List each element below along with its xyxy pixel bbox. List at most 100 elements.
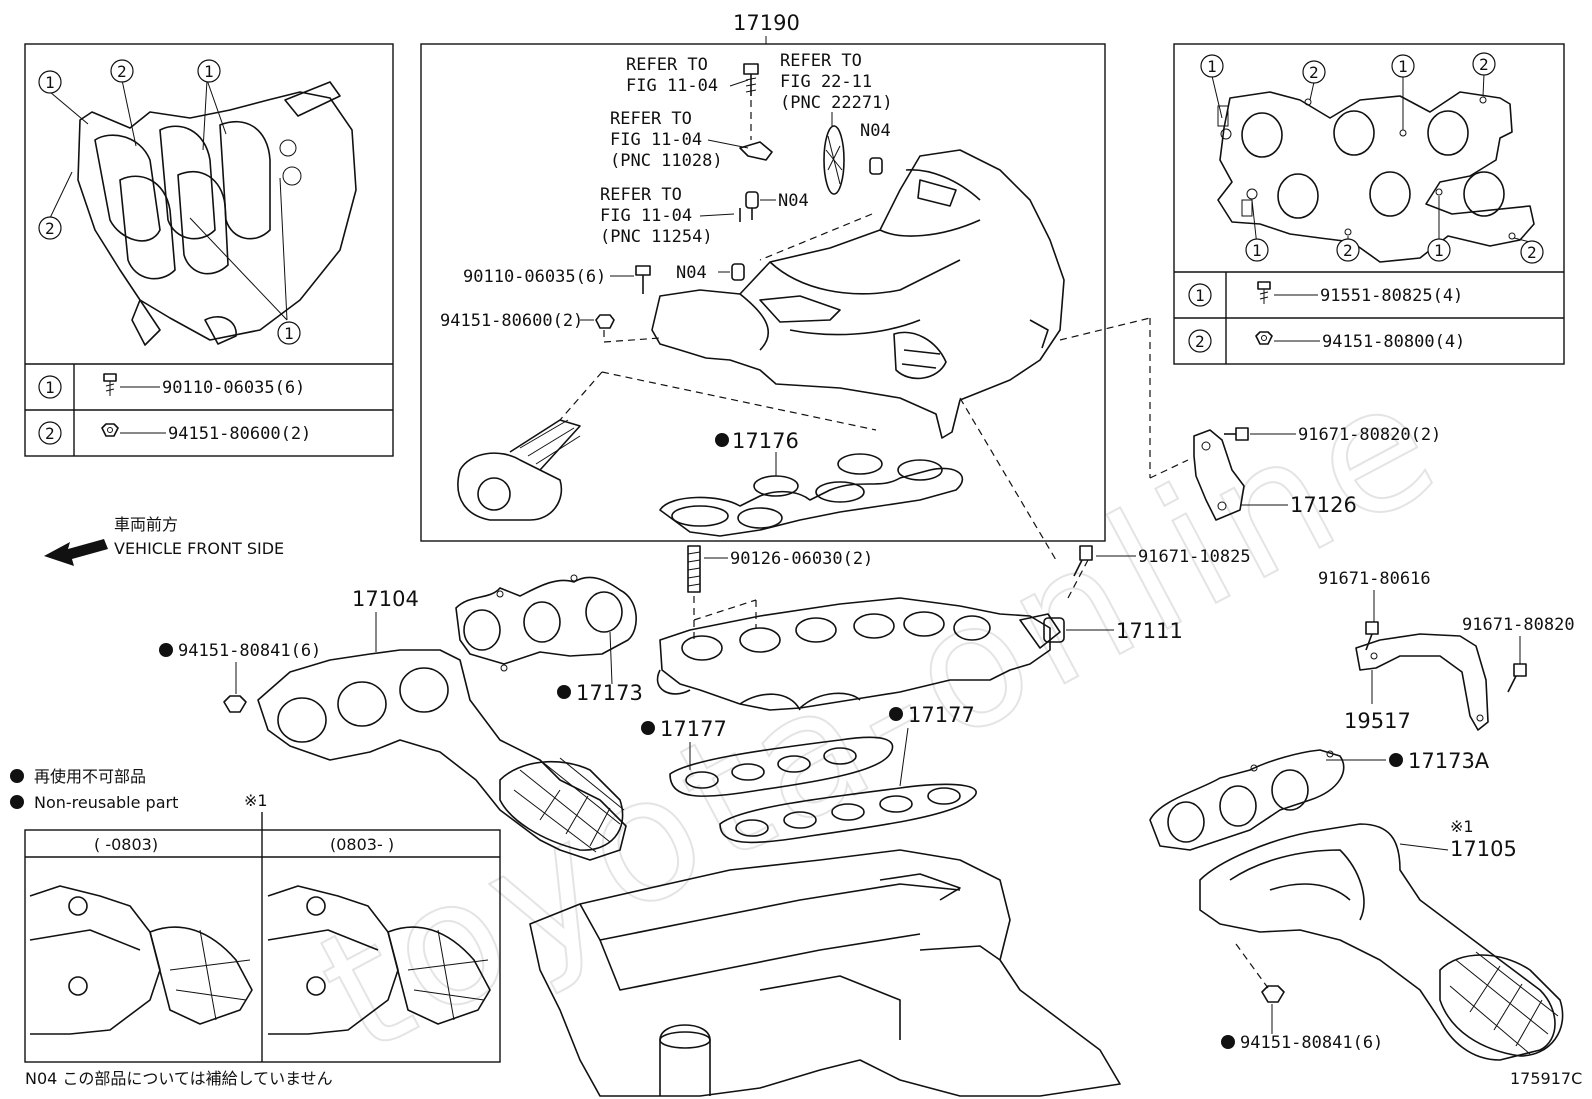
callout-n04-b: N04 — [778, 191, 809, 211]
callout-90110-06035: 90110-06035(6) — [463, 267, 606, 287]
callout-94151-80841-b: 94151-80841(6) — [1240, 1033, 1383, 1053]
inset-col-1-label: ( -0803) — [94, 835, 158, 854]
circle-num-2-text: 2 — [45, 219, 55, 238]
gasket-17176-drawing — [659, 453, 963, 537]
inset-manifold-drawing — [77, 81, 357, 346]
circle-num-1 — [197, 59, 221, 83]
circle-num-2-text: 2 — [1479, 55, 1489, 74]
callout-90126-06030: 90126-06030(2) — [730, 549, 873, 569]
gasket-17177-left-drawing — [669, 736, 894, 797]
direction-en: VEHICLE FRONT SIDE — [114, 539, 284, 558]
refer-to-note-2: REFER TO FIG 22-11 (PNC 22271) — [780, 51, 893, 126]
circle-num-1-text: 1 — [204, 62, 214, 81]
inset-top-right-row-2: 2 94151-80800(4) — [1188, 329, 1465, 353]
inset-top-right-frame — [1173, 43, 1565, 365]
svg-text:(PNC 11254): (PNC 11254) — [600, 227, 713, 247]
bracket-17126-drawing — [1193, 429, 1245, 521]
gasket-17177-right-drawing — [719, 783, 977, 844]
non-reusable-dot — [889, 707, 903, 721]
assembly-label: 17190 — [733, 11, 800, 35]
non-reusable-dot — [1389, 753, 1403, 767]
callout-17111: 17111 — [1116, 619, 1183, 643]
intake-manifold-17111-drawing — [656, 597, 1065, 711]
row-part-number: 94151-80600(2) — [168, 424, 311, 444]
inset-top-right: 1 2 1 2 1 2 1 2 1 91551 — [1173, 43, 1565, 365]
bolt-icon — [103, 373, 117, 396]
circle-num-1-text: 1 — [45, 73, 55, 92]
nut-drawing — [223, 695, 247, 713]
inset-gasket-drawing — [1217, 91, 1535, 263]
stud-90126-drawing — [687, 545, 701, 593]
bracket-part-drawing — [739, 141, 773, 161]
engine-block-drawing — [529, 849, 1121, 1097]
legend-en: Non-reusable part — [34, 793, 178, 812]
nut-icon — [1255, 331, 1273, 345]
callout-17173A: 17173A — [1408, 749, 1490, 773]
callout-91671-80616: 91671-80616 — [1318, 569, 1431, 589]
circle-num-2-text: 2 — [1309, 63, 1319, 82]
circle-num-1-text: 1 — [1252, 241, 1262, 260]
refer-to-note-3: REFER TO FIG 11-04 (PNC 11028) — [610, 109, 749, 171]
row-part-number: 91551-80825(4) — [1320, 286, 1463, 306]
circle-num-2-text: 2 — [1527, 243, 1537, 262]
inset-bottom-left: ※1 ( -0803) (0803- ) — [24, 791, 501, 1063]
callout-91671-10825: 91671-10825 — [1138, 547, 1251, 567]
note-mark-17105: ※1 — [1450, 817, 1474, 836]
bolt-91671-80820-r-drawing — [1507, 663, 1527, 693]
bolt-icon — [1257, 281, 1271, 304]
svg-text:FIG 11-04: FIG 11-04 — [626, 76, 718, 96]
svg-text:FIG 11-04: FIG 11-04 — [610, 130, 702, 150]
non-reusable-dot — [641, 721, 655, 735]
direction-jp: 車両前方 — [114, 515, 178, 534]
assembly-frame — [420, 43, 1106, 542]
callout-91671-80820-2: 91671-80820(2) — [1298, 425, 1441, 445]
circle-num-1-text: 1 — [1398, 57, 1408, 76]
vsv-part-drawing — [739, 191, 759, 222]
row-num: 2 — [45, 424, 55, 443]
inset-top-left-callouts: 1 2 1 2 1 — [38, 59, 301, 345]
inset-manifold-early-drawing — [29, 885, 253, 1035]
throttle-body-drawing — [457, 419, 581, 521]
non-reusable-dot — [159, 643, 173, 657]
row-num: 2 — [1195, 332, 1205, 351]
nut-icon — [101, 423, 119, 437]
circle-num-1-text: 1 — [1434, 241, 1444, 260]
non-reusable-dot — [715, 433, 729, 447]
svg-text:(PNC 11028): (PNC 11028) — [610, 151, 723, 171]
row-part-number: 94151-80800(4) — [1322, 332, 1465, 352]
watermark-text: toyota-online — [290, 338, 1472, 1092]
callout-17177-a: 17177 — [660, 717, 727, 741]
bolt-90110-drawing — [635, 265, 651, 294]
non-reusable-dot — [10, 795, 24, 809]
circle-num-2 — [38, 216, 62, 240]
row-part-number: 90110-06035(6) — [162, 378, 305, 398]
intake-plenum-drawing — [651, 149, 1065, 439]
arrow-left-icon — [44, 539, 108, 566]
bolt-91671-10825-drawing — [1073, 545, 1093, 577]
inset-top-left-frame — [24, 43, 394, 457]
gasket-17173-drawing — [455, 574, 637, 672]
callout-n04-a: N04 — [860, 121, 891, 141]
exhaust-manifold-17105-drawing — [1199, 823, 1564, 1061]
non-reusable-dot — [1221, 1035, 1235, 1049]
inset-col-2-label: (0803- ) — [330, 835, 394, 854]
nut-94151-drawing — [595, 314, 615, 329]
n04-cap-drawing — [869, 157, 883, 175]
callout-94151-80600: 94151-80600(2) — [440, 311, 583, 331]
gasket-17173A-drawing — [1149, 749, 1345, 851]
circle-num-1 — [38, 70, 62, 94]
non-reusable-dot — [10, 769, 24, 783]
bolt-91671-80820-drawing — [1224, 427, 1249, 441]
refer-to-note-4: REFER TO FIG 11-04 (PNC 11254) — [600, 185, 735, 247]
non-reusable-legend: 再使用不可部品 Non-reusable part — [10, 767, 178, 812]
circle-num-1 — [277, 321, 301, 345]
circle-num-2-text: 2 — [1343, 241, 1353, 260]
figure-id: 175917C — [1510, 1069, 1582, 1088]
filter-element-drawing — [823, 125, 845, 195]
callout-17104: 17104 — [352, 587, 419, 611]
circle-num-1-text: 1 — [1207, 57, 1217, 76]
circle-num-2 — [110, 59, 134, 83]
svg-text:REFER TO: REFER TO — [600, 185, 682, 205]
callout-94151-80841-a: 94151-80841(6) — [178, 641, 321, 661]
